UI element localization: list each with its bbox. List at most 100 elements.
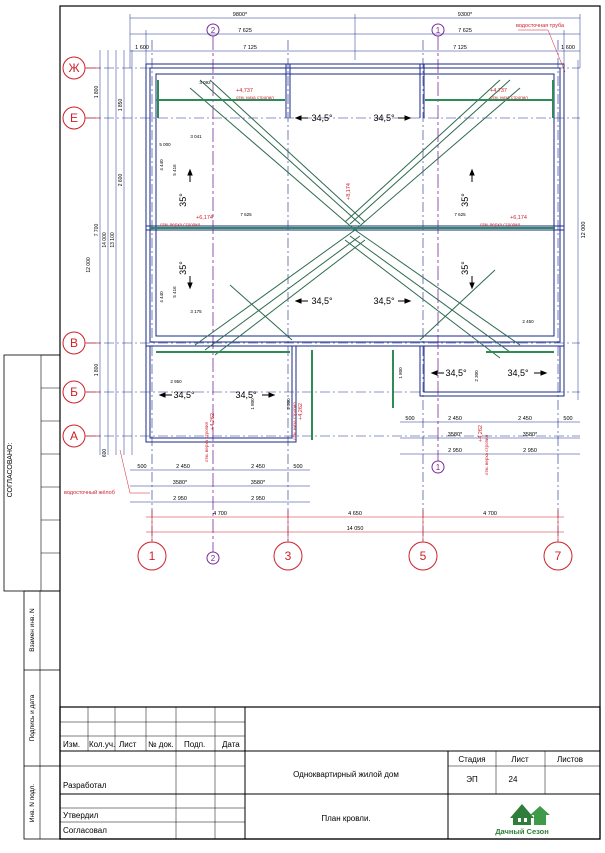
inner-dim-11: 2 450 xyxy=(522,319,534,324)
dim-b-3580b: 3580* xyxy=(251,480,266,486)
dim-r-500b: 500 xyxy=(563,416,572,422)
axis-label-e: Е xyxy=(70,111,78,125)
elev-7-note: отм. низа стропил xyxy=(292,402,297,440)
dim-left-7700: 7 700 xyxy=(94,224,100,237)
elev-5: +8,174 xyxy=(346,183,352,200)
dim-7625-right: 7 625 xyxy=(458,28,472,34)
sheet-frame xyxy=(59,5,601,840)
stage-header: Стадия xyxy=(458,755,485,764)
left-strip: СОГЛАСОВАНО: Взамен инв. N Подпись и дат… xyxy=(3,354,61,840)
dim-left-12000: 12 000 xyxy=(86,257,92,273)
elev-2-note: отм. низа стропил xyxy=(490,95,528,100)
axis-label-zh: Ж xyxy=(68,61,79,75)
elev-2: +4,737 xyxy=(490,88,507,94)
axis-label-3: 3 xyxy=(285,549,292,563)
downpipe-callout: водосточная труба xyxy=(516,23,565,29)
inner-dim-13: 1 800 xyxy=(398,367,403,379)
dim-b-14050: 14 050 xyxy=(347,526,364,532)
axis-label-5: 5 xyxy=(420,549,427,563)
inner-dim-2: 3 041 xyxy=(190,134,202,139)
col-izm: Изм. xyxy=(63,740,80,749)
elev-6-note: отм. верха стропил xyxy=(204,421,209,462)
dim-1600-right: 1 600 xyxy=(561,45,575,51)
inner-dim-4: 4 440 xyxy=(159,159,164,171)
inner-dim-8: 3 175 xyxy=(190,309,202,314)
dim-left-14000: 14 000 xyxy=(102,232,108,248)
dim-r-500a: 500 xyxy=(405,416,414,422)
slope-11: 34,5° xyxy=(445,368,467,378)
dim-b-3580a: 3580* xyxy=(173,480,188,486)
company-logo: Дачный Сезон xyxy=(495,804,550,836)
dim-right-12000: 12 000 xyxy=(581,222,587,239)
dim-r-2950b: 2 950 xyxy=(523,448,537,454)
dim-9300: 9300* xyxy=(458,12,473,18)
axis-label-7: 7 xyxy=(555,549,562,563)
gutter-callout: водосточный жёлоб xyxy=(64,489,115,496)
sheet-header: Лист xyxy=(511,755,529,764)
dim-b-2450a: 2 450 xyxy=(176,464,190,470)
inner-dim-12: 2 950 xyxy=(170,379,182,384)
dim-left-1800b: 1 800 xyxy=(94,364,100,377)
dim-left-13100: 13 100 xyxy=(110,232,116,248)
sheets-header: Листов xyxy=(557,755,583,764)
elev-6: +4,262 xyxy=(210,413,216,430)
inner-dim-7: 7 625 xyxy=(454,212,466,217)
dim-b-2450b: 2 450 xyxy=(251,464,265,470)
sheet-title: План кровли. xyxy=(321,814,370,823)
section-mark-1-top: 1 xyxy=(436,26,441,35)
inner-dim-6: 7 625 xyxy=(240,212,252,217)
slope-7: 34,5° xyxy=(311,296,333,306)
dimension-lines-left xyxy=(99,50,133,455)
inv-replace-label: Взамен инв. N xyxy=(29,608,36,652)
dim-b-4650: 4 650 xyxy=(348,511,362,517)
dim-b-500a: 500 xyxy=(137,464,146,470)
slope-8: 34,5° xyxy=(373,296,395,306)
hip-rafters xyxy=(189,79,521,359)
inv-orig-label: Инв. N подл. xyxy=(29,784,36,822)
slope-arrows xyxy=(158,115,548,398)
slope-4: 35° xyxy=(178,261,188,275)
elev-4: +6,174 xyxy=(510,215,527,221)
slope-1: 34,5° xyxy=(311,113,333,123)
section-mark-2-top: 2 xyxy=(211,26,216,35)
axis-bubbles-left xyxy=(62,56,86,448)
dimension-lines-bottom xyxy=(130,421,580,503)
slope-5: 35° xyxy=(460,193,470,207)
inner-dim-1: 3 092 xyxy=(199,80,211,85)
dim-left-600: 600 xyxy=(102,449,108,458)
stage-value: ЭП xyxy=(466,775,478,784)
dim-r-2450a: 2 450 xyxy=(448,416,462,422)
axis-label-b: Б xyxy=(70,385,78,399)
dimension-lines-axes xyxy=(146,510,564,542)
logo-text: Дачный Сезон xyxy=(495,827,549,836)
elev-3: +6,174 xyxy=(196,215,213,221)
inner-dim-14: 2 300 xyxy=(474,370,479,382)
inner-dim-10: 5 416 xyxy=(172,286,177,298)
dim-b-2950a: 2 950 xyxy=(173,496,187,502)
sheet-number: 24 xyxy=(509,775,518,784)
title-block xyxy=(59,706,601,840)
inner-dim-5: 5 416 xyxy=(172,164,177,176)
axis-label-v: В xyxy=(70,336,78,350)
slope-3: 35° xyxy=(178,193,188,207)
dim-1600-left: 1 600 xyxy=(135,45,149,51)
dim-r-3580b: 3580* xyxy=(523,432,538,438)
col-kol: Кол.уч. xyxy=(89,740,115,749)
axis-label-a: А xyxy=(70,429,78,443)
elev-7: +4,262 xyxy=(298,403,304,420)
inner-dimensions: 3 092 3 041 5 000 4 440 5 416 7 625 7 62… xyxy=(159,80,534,410)
callouts: водосточная труба водосточный жёлоб xyxy=(64,23,566,496)
dim-b-2950b: 2 950 xyxy=(251,496,265,502)
elev-1-note: отм. низа стропил xyxy=(236,95,274,100)
dim-r-3580a: 3580* xyxy=(448,432,463,438)
col-date: Дата xyxy=(222,740,240,749)
slope-10: 34,5° xyxy=(235,390,257,400)
slope-9: 34,5° xyxy=(173,390,195,400)
inner-dim-9: 4 440 xyxy=(159,291,164,303)
elev-8: +4,262 xyxy=(478,425,484,442)
dim-b-500b: 500 xyxy=(293,464,302,470)
inner-dim-16: 2 300 xyxy=(286,398,291,410)
slope-12: 34,5° xyxy=(507,368,529,378)
dim-7625-left: 7 625 xyxy=(238,28,252,34)
